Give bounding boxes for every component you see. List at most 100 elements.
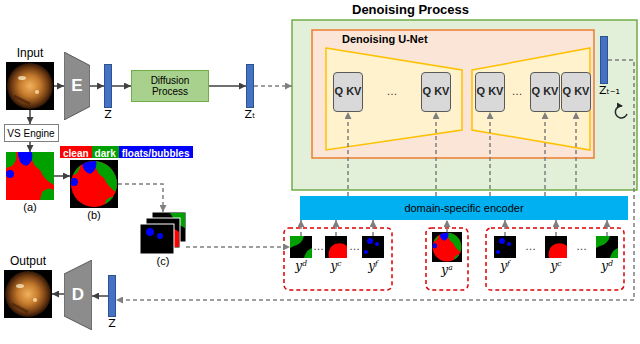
connector [504,220,506,236]
mask-thumbnail: yᶠ [494,236,516,258]
latent-bar: Zₜ₋₁ [600,36,608,84]
connector [29,142,31,152]
legend-swatch: dark [92,146,119,158]
loop-arrow [615,106,627,118]
connector [118,184,163,212]
connector [435,112,437,196]
connector [544,112,546,196]
connector [54,85,64,87]
mask-thumb [545,236,567,258]
node-label: Q KV [532,85,559,99]
connector [209,85,246,87]
mask-thumb [494,236,516,258]
connector [29,110,31,124]
node-label: yᶠ [368,259,378,273]
unet-panel [312,30,594,158]
connector [90,85,104,87]
ellipsis: … [525,240,536,252]
engine-box: VS Engine [4,124,59,142]
legend-swatch: clean [60,146,92,158]
node-label: (c) [157,255,170,267]
connector [489,112,491,196]
mask-image: (c) [140,212,186,254]
latent-bar: Zₜ [246,64,254,108]
latent-bar: Z [108,275,116,317]
mask-group [486,228,624,290]
connector [575,112,577,196]
ellipsis: … [576,240,587,252]
trapezoid-outline [64,52,90,120]
segmentation-map [6,152,54,200]
node-label: yᵈ [601,259,613,273]
connector [52,293,64,295]
process-panel [292,20,637,190]
node-label: Q KV [423,85,450,99]
node-label: Input [17,46,44,60]
input-photo [6,62,54,110]
node-label: Diffusion Process [134,75,206,98]
connector [54,175,70,177]
node-label: D [72,285,84,305]
legend-text: floats/bubbles [122,148,190,159]
mask-thumbnail: yᵈ [596,236,618,258]
node-label: Denoising U-Net [342,33,428,45]
mask-thumbnail: yᶠ [362,236,384,258]
attention-box: Q KV [475,72,505,112]
connector [92,295,108,297]
attention-box: Q KV [333,72,363,112]
mask-thumb [432,232,462,262]
mask-group [426,228,468,290]
node-label: (a) [23,201,36,213]
mask-thumb [362,236,384,258]
unet-encoder-shape [326,48,462,150]
legend-text: dark [95,148,116,159]
node-label: Zₜ [245,108,256,121]
connector [347,112,349,196]
node-label: E [71,76,82,96]
process-panel: Denoising ProcessDenoising U-NetQ KVQ KV… [292,20,637,190]
connector [372,220,374,236]
node-label: Output [10,254,46,268]
node-label: Zₜ₋₁ [599,84,620,97]
node-label: yᵈ [295,259,307,273]
mask-thumbnail: yᶜ [545,236,567,258]
connector [555,220,557,236]
node-label: yᶜ [550,259,561,273]
image-node: Output [4,270,52,318]
unet-box: Denoising U-NetQ KVQ KVQ KVQ KVQ KV [312,30,594,158]
node-label: yᶜ [330,259,341,273]
connector [335,220,337,236]
mask-image: (b) [70,160,118,208]
mask-stack [140,212,186,254]
ellipsis: … [313,240,324,252]
mask-thumbnail: yᵈ [290,236,312,258]
process-box: Diffusion Process [131,70,209,102]
connector [300,220,302,236]
connector [112,85,131,87]
node-label: Z [104,108,112,121]
ellipsis: … [512,85,523,97]
output-photo [4,270,52,318]
connector [606,220,608,236]
node-label: domain-specific encoder [404,202,523,214]
image-node: Input [6,62,54,110]
connector [446,220,448,232]
mask-thumbnail: yᶜ [325,236,347,258]
mask-thumb [325,236,347,258]
node-label: yᶠ [500,259,510,273]
node-label: VS Engine [7,128,54,139]
node-label: Q KV [335,85,362,99]
connector [254,85,292,87]
connector [116,60,634,300]
node-label: yᵃ [441,263,452,277]
node-label: Z [108,317,116,330]
mask-thumb [290,236,312,258]
legend-swatch: floats/bubbles [119,146,193,158]
ellipsis: … [349,240,360,252]
attention-box: Q KV [561,72,591,112]
encoder-band: domain-specific encoder [300,196,628,220]
latent-bar: Z [104,64,112,108]
legend-text: clean [63,148,89,159]
